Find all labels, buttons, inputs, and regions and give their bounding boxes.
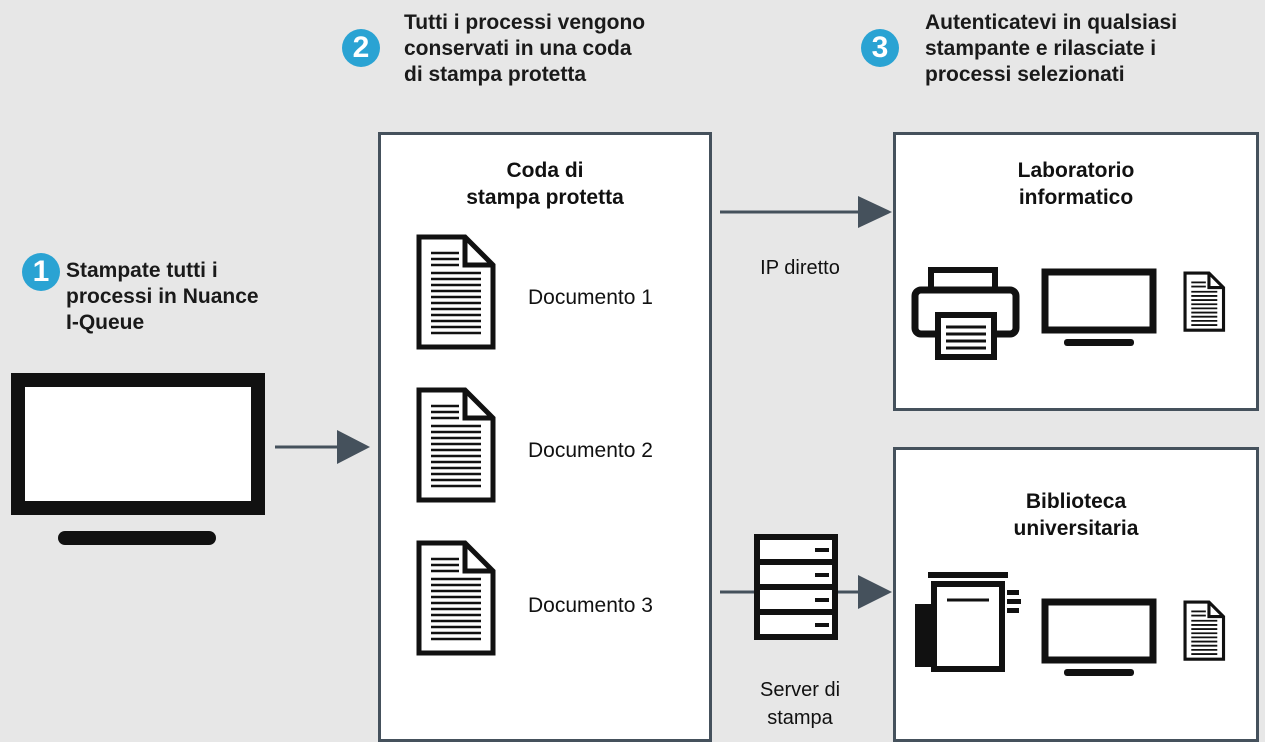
document-1-label: Documento 1 — [528, 286, 653, 309]
printer-icon — [911, 267, 1020, 360]
document-icon — [416, 234, 496, 722]
step-2-text: Tutti i processi vengono conservati in u… — [404, 11, 646, 86]
step-1-badge: 1 — [22, 253, 60, 291]
step-3-text: Autenticatevi in qualsiasi stampante e r… — [925, 11, 1178, 86]
document-icon — [1183, 600, 1226, 661]
direct-ip-label: IP diretto — [760, 257, 840, 279]
server-icon — [754, 534, 838, 640]
step-1-text: Stampate tutti i processi in Nuance I-Qu… — [66, 259, 259, 334]
monitor-icon — [1041, 268, 1157, 346]
document-icon — [1183, 271, 1226, 332]
arrow-icon — [720, 196, 892, 228]
library-box: Biblioteca universitaria — [893, 447, 1259, 742]
secure-queue-title: Coda di stampa protetta — [466, 159, 624, 209]
step-2-badge: 2 — [342, 29, 380, 67]
library-title: Biblioteca universitaria — [1013, 490, 1139, 540]
copier-icon — [915, 572, 1021, 672]
document-2-label: Documento 2 — [528, 439, 653, 462]
arrow-icon — [275, 430, 370, 464]
document-3-label: Documento 3 — [528, 594, 653, 617]
step-3-badge: 3 — [861, 29, 899, 67]
monitor-icon — [11, 373, 265, 545]
computer-lab-title: Laboratorio informatico — [1017, 159, 1135, 209]
monitor-icon — [1041, 598, 1157, 676]
